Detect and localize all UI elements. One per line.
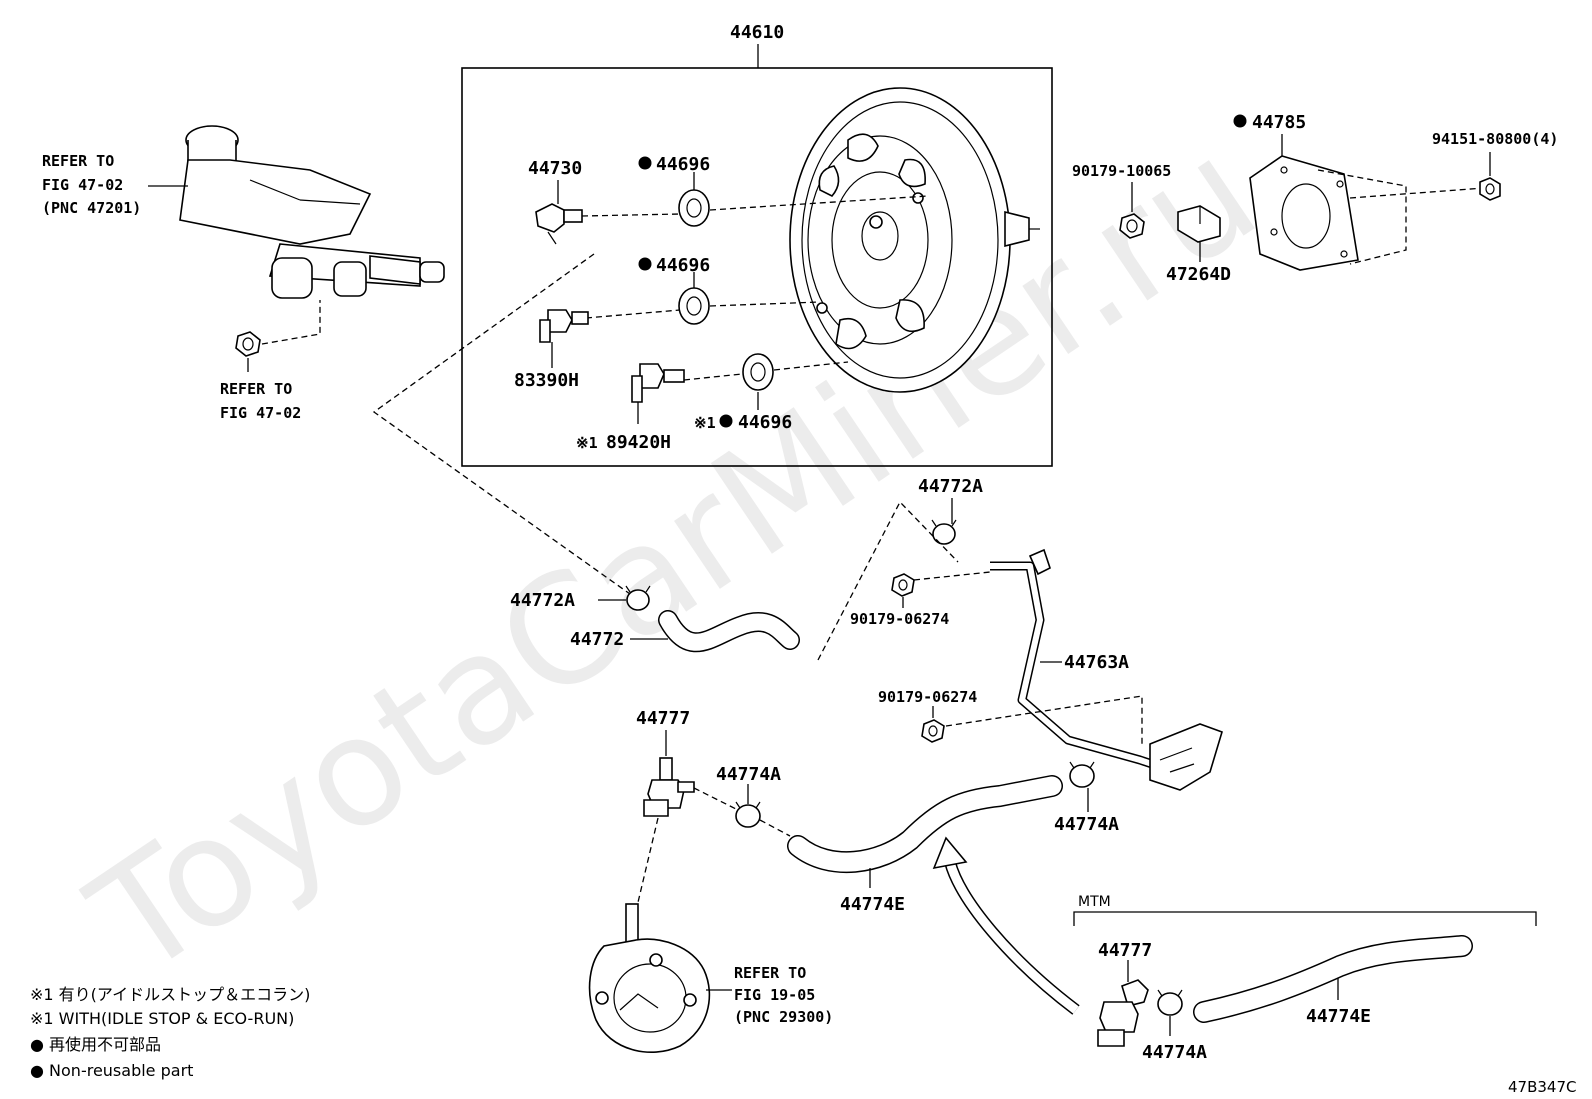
vacuum-pipe-44763A: [990, 548, 1223, 791]
check-valve-44730: [535, 203, 583, 245]
label-90179-06274-a[interactable]: 90179-06274: [850, 610, 949, 628]
gasket-44785: [1249, 155, 1359, 271]
master-cylinder: [179, 125, 445, 299]
label-mtm: MTM: [1078, 894, 1111, 910]
brake-booster: [789, 87, 1040, 393]
label-44730[interactable]: 44730: [528, 158, 582, 179]
ref-master-line3: (PNC 47201): [42, 199, 141, 217]
legend-line3: ● 再使用不可部品: [30, 1035, 161, 1054]
label-90179-06274-b[interactable]: 90179-06274: [878, 688, 977, 706]
label-44696-c[interactable]: 44696: [738, 412, 792, 433]
nut-90179-06274-b: [921, 719, 945, 743]
clip-44774A-a: [735, 801, 761, 828]
grommet-44696-a: [678, 189, 710, 227]
booster-group-box: [461, 67, 1053, 467]
ref-nut-line2: FIG 47-02: [220, 404, 301, 422]
legend-line1: ※1 有り(アイドルストップ＆エコラン): [30, 985, 310, 1004]
label-44763A[interactable]: 44763A: [1064, 652, 1129, 673]
label-44774E-a[interactable]: 44774E: [840, 894, 905, 915]
label-89420H[interactable]: 89420H: [606, 432, 671, 453]
ref-pump-line3: (PNC 29300): [734, 1008, 833, 1026]
legend-line2: ※1 WITH(IDLE STOP & ECO-RUN): [30, 1009, 294, 1028]
marker-asterisk-44696: ※1: [694, 414, 716, 432]
clevis-47264D: [1177, 205, 1221, 243]
label-44610[interactable]: 44610: [730, 22, 784, 43]
label-44772A-top[interactable]: 44772A: [918, 476, 983, 497]
label-44777-a[interactable]: 44777: [636, 708, 690, 729]
ref-master-line2: FIG 47-02: [42, 176, 123, 194]
label-44785[interactable]: 44785: [1252, 112, 1306, 133]
label-44696-a[interactable]: 44696: [656, 154, 710, 175]
clip-44774A-c: [1157, 989, 1183, 1016]
grommet-44696-c: [742, 353, 774, 391]
label-44774A-c[interactable]: 44774A: [1142, 1042, 1207, 1063]
nut-94151: [1479, 177, 1501, 201]
nut-90179-10065: [1119, 213, 1145, 239]
vacuum-sensor-83390H: [539, 309, 589, 343]
label-47264D[interactable]: 47264D: [1166, 264, 1231, 285]
label-44774E-b[interactable]: 44774E: [1306, 1006, 1371, 1027]
hose-44774E-a: [788, 776, 1062, 872]
ref-nut-line1: REFER TO: [220, 380, 292, 398]
label-83390H[interactable]: 83390H: [514, 370, 579, 391]
nut-master-cylinder: [235, 331, 261, 357]
label-44774A-b[interactable]: 44774A: [1054, 814, 1119, 835]
label-90179-10065[interactable]: 90179-10065: [1072, 162, 1171, 180]
label-44772[interactable]: 44772: [570, 629, 624, 650]
vacuum-sensor-89420H: [631, 363, 685, 403]
grommet-44696-b: [678, 287, 710, 325]
marker-asterisk-89420H: ※1: [576, 434, 598, 452]
clip-44774A-b: [1069, 761, 1095, 788]
label-44774A-a[interactable]: 44774A: [716, 764, 781, 785]
check-valve-44777-a: [643, 757, 695, 817]
mtm-bracket: [1073, 911, 1537, 926]
label-44772A-left[interactable]: 44772A: [510, 590, 575, 611]
clip-44772A-top: [931, 519, 957, 545]
label-44777-b[interactable]: 44777: [1098, 940, 1152, 961]
check-valve-44777-b: [1097, 979, 1149, 1047]
hose-44774E-b: [1194, 936, 1472, 1022]
label-44696-b[interactable]: 44696: [656, 255, 710, 276]
diagram-code: 47B347C: [1508, 1078, 1576, 1096]
legend-line4: ● Non-reusable part: [30, 1061, 193, 1080]
watermark-text: ToyotaCarMiner.ru: [62, 106, 1286, 1010]
direction-arrow-icon: [932, 836, 1080, 1015]
nut-90179-06274-a: [891, 573, 915, 597]
ref-master-line1: REFER TO: [42, 152, 114, 170]
ref-pump-line1: REFER TO: [734, 964, 806, 982]
label-94151[interactable]: 94151-80800(4): [1432, 130, 1558, 148]
clip-44772A-left: [625, 585, 651, 611]
ref-pump-line2: FIG 19-05: [734, 986, 815, 1004]
vacuum-pump: [588, 903, 711, 1053]
